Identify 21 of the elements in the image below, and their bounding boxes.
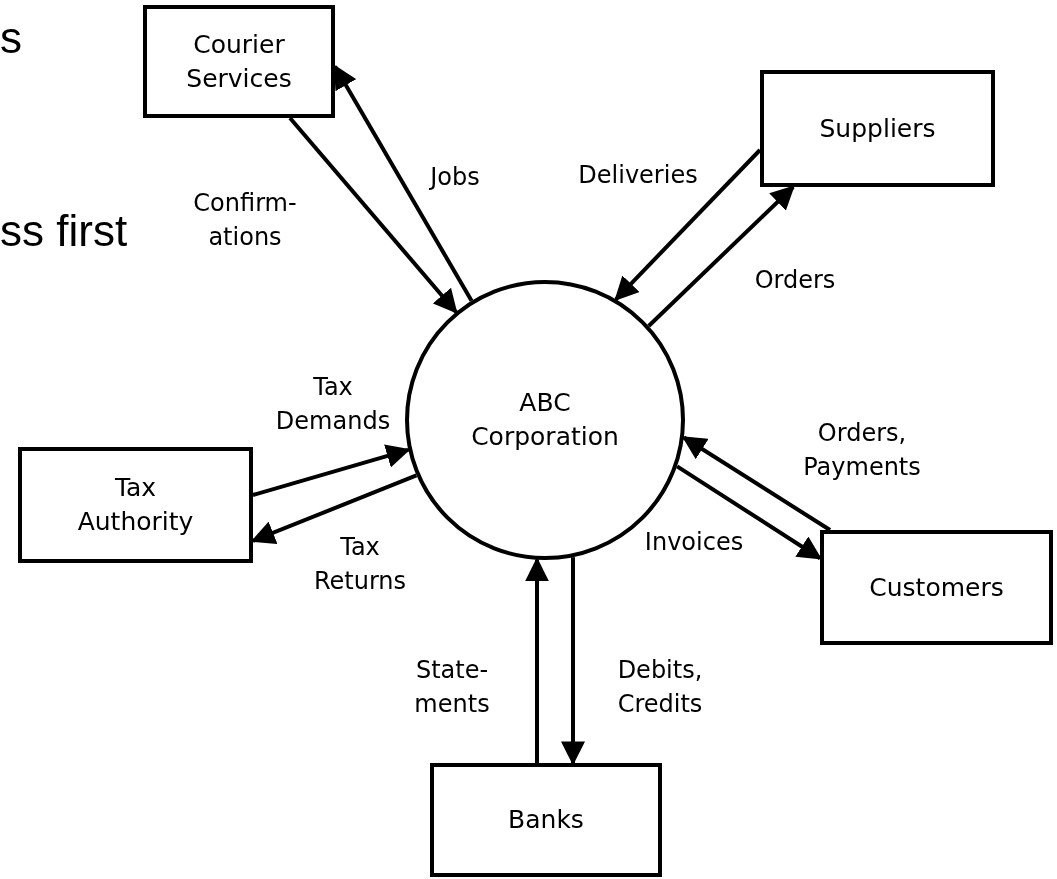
edge-label: Deliveries <box>577 160 699 191</box>
entity-box: Tax Authority <box>18 447 253 563</box>
edge-label: Orders, Payments <box>802 418 922 483</box>
edge-label: Tax Returns <box>312 532 408 597</box>
entity-box: Customers <box>820 530 1053 645</box>
edge-label: State- ments <box>413 655 491 720</box>
arrow <box>614 148 762 302</box>
entity-box: Courier Services <box>143 5 335 118</box>
edge-label: Invoices <box>643 527 745 558</box>
slide-text-fragment: s <box>0 12 22 64</box>
entity-box: Banks <box>430 763 662 877</box>
edge-label: Tax Demands <box>274 372 392 437</box>
slide-text-fragment: ss first <box>0 205 128 257</box>
edge-label: Confirm- ations <box>192 188 298 253</box>
entity-box: Suppliers <box>760 70 995 187</box>
edge-label: Jobs <box>428 162 481 193</box>
edge-label: Orders <box>753 265 837 296</box>
arrow <box>647 185 795 328</box>
arrow <box>676 464 822 560</box>
edge-label: Debits, Credits <box>616 655 704 720</box>
arrow <box>288 116 458 314</box>
